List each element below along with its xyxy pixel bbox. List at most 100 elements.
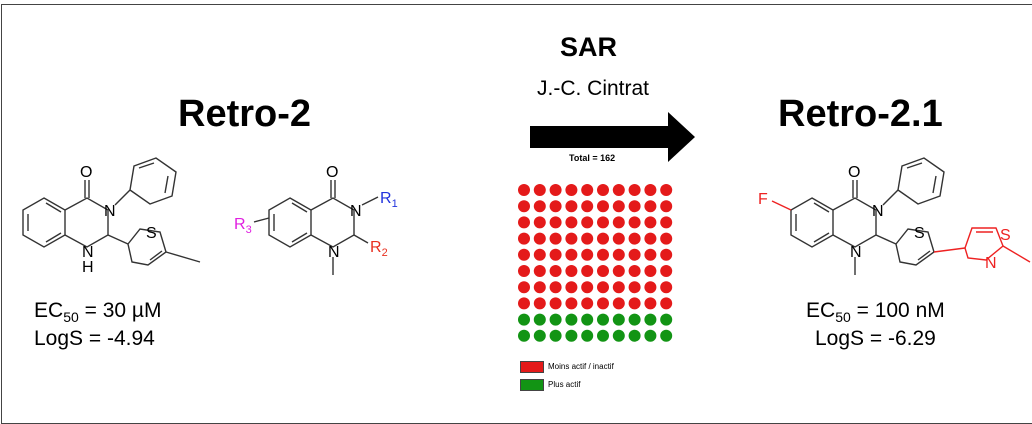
- inactive-dot: [565, 232, 578, 245]
- inactive-dot: [597, 281, 609, 294]
- inactive-dot: [533, 232, 546, 245]
- active-dot: [518, 329, 530, 342]
- inactive-dot: [533, 265, 546, 277]
- inactive-dot: [612, 232, 625, 245]
- retro21-red-substituents: [771, 200, 1031, 263]
- inactive-dot: [565, 216, 578, 229]
- legend-label-active: Plus actif: [548, 380, 581, 389]
- right-oxygen: O: [848, 164, 860, 181]
- thiazole-sulfur: S: [1000, 227, 1011, 244]
- inactive-dot: [518, 297, 530, 310]
- r2-label: R2: [370, 239, 388, 259]
- inactive-dot: [612, 184, 625, 196]
- inactive-dot: [518, 281, 530, 294]
- inactive-dot: [628, 200, 641, 213]
- inactive-dot: [644, 184, 657, 196]
- scaffold-oxygen: O: [326, 164, 338, 181]
- active-dot: [660, 313, 673, 326]
- dot-grid: [518, 184, 673, 342]
- inactive-dot: [644, 248, 657, 261]
- inactive-dot: [597, 184, 609, 196]
- inactive-dot: [549, 297, 562, 310]
- inactive-dot: [597, 216, 609, 229]
- active-dot: [518, 313, 530, 326]
- inactive-dot: [549, 200, 562, 213]
- inactive-dot: [533, 297, 546, 310]
- inactive-dot: [597, 248, 609, 261]
- inactive-dot: [565, 265, 578, 277]
- inactive-dot: [612, 281, 625, 294]
- active-dot: [581, 329, 594, 342]
- retro2-structure: [22, 157, 201, 266]
- inactive-dot: [581, 265, 594, 277]
- inactive-dot: [518, 248, 530, 261]
- inactive-dot: [660, 216, 673, 229]
- inactive-dot: [660, 232, 673, 245]
- legend-label-inactive: Moins actif / inactif: [548, 362, 614, 371]
- inactive-dot: [612, 200, 625, 213]
- inactive-dot: [565, 281, 578, 294]
- active-dot: [612, 329, 625, 342]
- active-dot: [549, 329, 562, 342]
- inactive-dot: [549, 281, 562, 294]
- inactive-dot: [644, 232, 657, 245]
- inactive-dot: [533, 248, 546, 261]
- inactive-dot: [518, 232, 530, 245]
- sar-label: SAR: [560, 32, 618, 62]
- inactive-dot: [549, 248, 562, 261]
- inactive-dot: [644, 265, 657, 277]
- inactive-dot: [549, 265, 562, 277]
- inactive-dot: [518, 200, 530, 213]
- inactive-dot: [644, 200, 657, 213]
- inactive-dot: [581, 281, 594, 294]
- left-nitrogen-1: N: [82, 244, 94, 261]
- inactive-dot: [565, 200, 578, 213]
- inactive-dot: [644, 216, 657, 229]
- inactive-dot: [533, 184, 546, 196]
- left-title: Retro-2: [178, 93, 312, 135]
- inactive-dot: [549, 184, 562, 196]
- scaffold-nitrogen-1: N: [328, 244, 340, 261]
- active-dot: [612, 313, 625, 326]
- inactive-dot: [581, 248, 594, 261]
- inactive-dot: [660, 297, 673, 310]
- inactive-dot: [518, 216, 530, 229]
- inactive-dot: [644, 297, 657, 310]
- right-title: Retro-2.1: [778, 93, 943, 135]
- inactive-dot: [628, 297, 641, 310]
- legend-item-inactive: Moins actif / inactif: [520, 360, 614, 373]
- inactive-dot: [565, 184, 578, 196]
- left-logs: LogS = -4.94: [34, 327, 155, 350]
- inactive-dot: [612, 265, 625, 277]
- inactive-dot: [581, 297, 594, 310]
- active-dot: [660, 329, 673, 342]
- inactive-dot: [644, 281, 657, 294]
- right-nitrogen-1: N: [850, 244, 862, 261]
- active-dot: [533, 329, 546, 342]
- active-dot: [565, 313, 578, 326]
- active-dot: [628, 313, 641, 326]
- active-dot: [628, 329, 641, 342]
- inactive-dot: [628, 265, 641, 277]
- active-dot: [644, 313, 657, 326]
- active-dot: [644, 329, 657, 342]
- inactive-dot: [628, 216, 641, 229]
- inactive-dot: [628, 248, 641, 261]
- inactive-dot: [533, 200, 546, 213]
- right-nitrogen-3: N: [872, 203, 884, 220]
- inactive-dot: [612, 248, 625, 261]
- inactive-dot: [565, 297, 578, 310]
- inactive-dot: [581, 216, 594, 229]
- inactive-dot: [597, 297, 609, 310]
- thiazole-nitrogen: N: [985, 255, 997, 272]
- left-nitrogen-3: N: [104, 203, 116, 220]
- total-label: Total = 162: [569, 153, 616, 163]
- inactive-dot: [612, 216, 625, 229]
- retro21-structure: [790, 157, 945, 275]
- inactive-dot: [597, 232, 609, 245]
- left-ec50: EC50 = 30 µM: [34, 299, 162, 326]
- inactive-dot: [533, 216, 546, 229]
- author-label: J.-C. Cintrat: [537, 77, 650, 100]
- inactive-dot: [597, 200, 609, 213]
- fluorine-label: F: [758, 191, 768, 208]
